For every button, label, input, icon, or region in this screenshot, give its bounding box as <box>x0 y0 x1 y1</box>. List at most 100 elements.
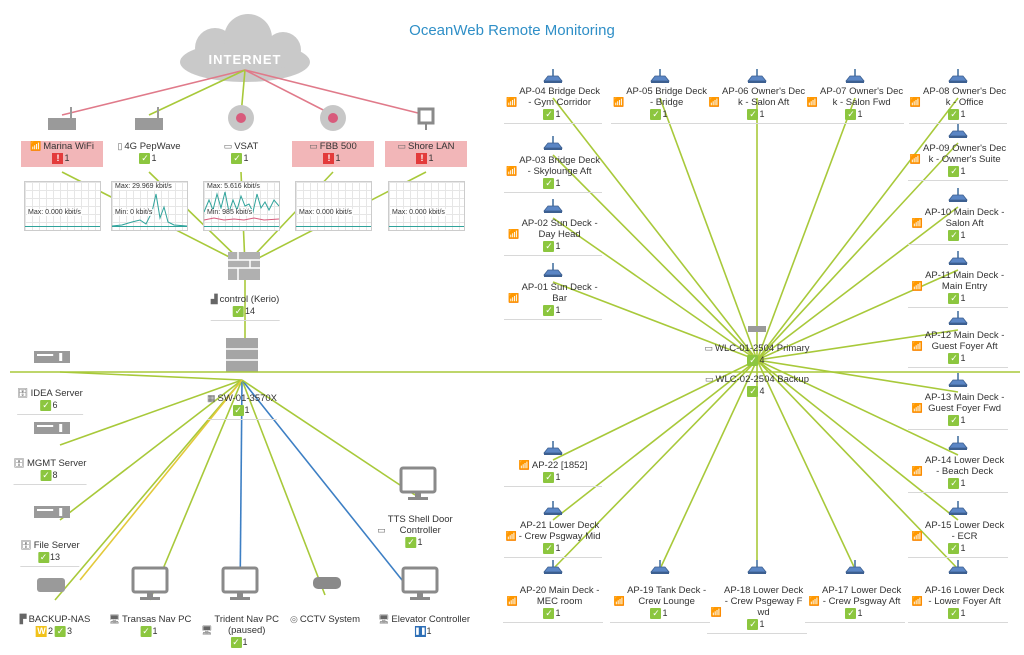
device-type-icon: ▛ <box>19 614 27 624</box>
wireless-link <box>756 269 959 361</box>
status-badges: ✓4 <box>702 386 812 397</box>
server-node[interactable]: 🗄File Server✓13 <box>20 540 80 568</box>
server-node[interactable]: 🗄MGMT Server✓8 <box>13 458 87 486</box>
access-point-node[interactable]: 📶AP-01 Sun Deck -Bar✓1 <box>504 282 602 321</box>
status-badges: ✓1 <box>201 637 279 648</box>
status-ok-icon: ✓ <box>55 626 66 637</box>
sensor-count: 1 <box>960 543 966 553</box>
wlc-node[interactable]: ▭WLC-02-2504 Backup✓4 <box>702 374 812 400</box>
access-point-node[interactable]: 📶AP-19 Tank Deck -Crew Lounge✓1 <box>610 585 710 624</box>
wlc-node[interactable]: ▭WLC-01-2504 Primary✓4 <box>702 343 812 369</box>
status-badges: ✓1 <box>708 109 806 120</box>
sensor-count: 1 <box>759 619 765 629</box>
sensor-count: 1 <box>555 543 561 553</box>
status-ok-icon: ✓ <box>845 608 857 619</box>
access-point-node[interactable]: 📶AP-21 Lower Deck- Crew Psgway Mid✓1 <box>504 520 602 559</box>
status-ok-icon: ✓ <box>140 626 152 637</box>
device-type-icon: 🖥 <box>377 614 390 624</box>
status-ok-icon: ✓ <box>948 608 960 619</box>
wireless-link <box>552 154 758 361</box>
uplink-traffic-chart[interactable]: Max: 5.616 kbit/s Min: 985 kbit/s <box>203 181 280 231</box>
device-type-icon: 📶 <box>518 460 530 470</box>
device-label: AP-14 Lower Deck- Beach Deck <box>925 455 1005 477</box>
lan-device-node[interactable]: 🖥Transas Nav PC✓1 <box>109 614 191 640</box>
router-icon <box>135 118 163 130</box>
internet-link <box>244 69 334 116</box>
sensor-count: 1 <box>960 608 966 618</box>
uplink-node[interactable]: ▭FBB 500!1 <box>292 141 374 168</box>
status-ok-icon: ✓ <box>650 109 662 120</box>
sensor-count: 1 <box>857 608 863 618</box>
lan-device-node[interactable]: 🖥Elevator Controller❚❚1 <box>378 614 470 640</box>
nas-link <box>79 379 243 581</box>
sensor-count: 2 <box>47 626 53 636</box>
switch-node[interactable]: ▦SW-01-3570X✓1 <box>206 393 278 421</box>
device-label: AP-16 Lower Deck- Lower Foyer Aft <box>925 585 1005 607</box>
switch-divider-icon <box>226 348 258 361</box>
sensor-count: 1 <box>960 415 966 425</box>
device-type-icon: 📶 <box>30 141 42 151</box>
wireless-link <box>756 359 959 456</box>
uplink-node[interactable]: ▯4G PepWave✓1 <box>108 141 190 167</box>
status-ok-icon: ✓ <box>543 472 555 483</box>
uplink-traffic-chart[interactable]: Max: 0.000 kbit/s <box>388 181 465 231</box>
status-ok-icon: ✓ <box>232 405 244 416</box>
wireless-link <box>756 142 959 361</box>
uplink-traffic-chart[interactable]: Max: 29.969 kbit/s Min: 0 kbit/s <box>111 181 188 231</box>
server-node[interactable]: 🗄IDEA Server✓6 <box>17 388 83 416</box>
lan-device-node[interactable]: 🖥Trident Nav PC(paused)✓1 <box>201 614 279 651</box>
sensor-count: 1 <box>555 608 561 618</box>
uplink-node[interactable]: 📶Marina WiFi!1 <box>21 141 103 168</box>
access-point-node[interactable]: 📶AP-03 Bridge Deck- Skylounge Aft✓1 <box>504 155 602 194</box>
status-ok-icon: ✓ <box>747 619 759 630</box>
access-point-node[interactable]: 📶AP-13 Main Deck -Guest Foyer Fwd✓1 <box>908 392 1008 431</box>
lan-link <box>241 379 416 496</box>
access-point-node[interactable]: 📶AP-11 Main Deck -Main Entry✓1 <box>908 270 1008 309</box>
status-ok-icon: ✓ <box>230 637 242 648</box>
access-point-icon <box>747 69 767 83</box>
sensor-count: 1 <box>151 153 157 163</box>
firewall-node[interactable]: ▟control (Kerio)✓14 <box>210 294 280 322</box>
access-point-node[interactable]: 📶AP-15 Lower Deck- ECR✓1 <box>908 520 1008 559</box>
status-ok-icon: ✓ <box>405 537 417 548</box>
access-point-node[interactable]: 📶AP-14 Lower Deck- Beach Deck✓1 <box>908 455 1008 494</box>
uplink-traffic-chart[interactable]: Max: 0.000 kbit/s <box>295 181 372 231</box>
status-badges: ✓1 <box>611 109 709 120</box>
uplink-node[interactable]: ▭VSAT✓1 <box>200 141 282 167</box>
access-point-node[interactable]: 📶AP-17 Lower Deck- Crew Psgway Aft✓1 <box>805 585 905 624</box>
device-type-icon: ▦ <box>206 393 216 403</box>
status-badges: ✓1 <box>503 608 603 619</box>
wireless-link <box>756 206 959 361</box>
lan-device-node[interactable]: ◎CCTV System <box>290 614 360 629</box>
sensor-count: 1 <box>960 166 966 176</box>
status-badges: ✓1 <box>504 178 602 189</box>
chart-max-label: Max: 0.000 kbit/s <box>391 209 446 216</box>
access-point-node[interactable]: 📶AP-22 [1852]✓1 <box>504 460 602 488</box>
status-ok-icon: ✓ <box>747 355 759 366</box>
access-point-icon <box>543 263 563 277</box>
device-label: Shore LAN <box>408 141 455 152</box>
access-point-node[interactable]: 📶AP-20 Main Deck -MEC room✓1 <box>503 585 603 624</box>
uplink-node[interactable]: ▭Shore LAN!1 <box>385 141 467 168</box>
access-point-node[interactable]: 📶AP-02 Sun Deck -Day Head✓1 <box>504 218 602 257</box>
access-point-node[interactable]: 📶AP-10 Main Deck -Salon Aft✓1 <box>908 207 1008 246</box>
access-point-node[interactable]: 📶AP-12 Main Deck -Guest Foyer Aft✓1 <box>908 330 1008 369</box>
access-point-node[interactable]: 📶AP-16 Lower Deck- Lower Foyer Aft✓1 <box>908 585 1008 624</box>
uplink-traffic-chart[interactable]: Max: 0.000 kbit/s <box>24 181 101 231</box>
traffic-graph <box>389 182 464 230</box>
access-point-node[interactable]: 📶AP-04 Bridge Deck- Gym Corridor✓1 <box>504 86 602 125</box>
status-badges: ✓1 <box>908 415 1008 426</box>
device-label: AP-20 Main Deck -MEC room <box>519 585 600 607</box>
sensor-count: 1 <box>759 109 765 119</box>
access-point-node[interactable]: 📶AP-05 Bridge Deck- Bridge✓1 <box>611 86 709 125</box>
device-type-icon: ▭ <box>705 374 714 384</box>
